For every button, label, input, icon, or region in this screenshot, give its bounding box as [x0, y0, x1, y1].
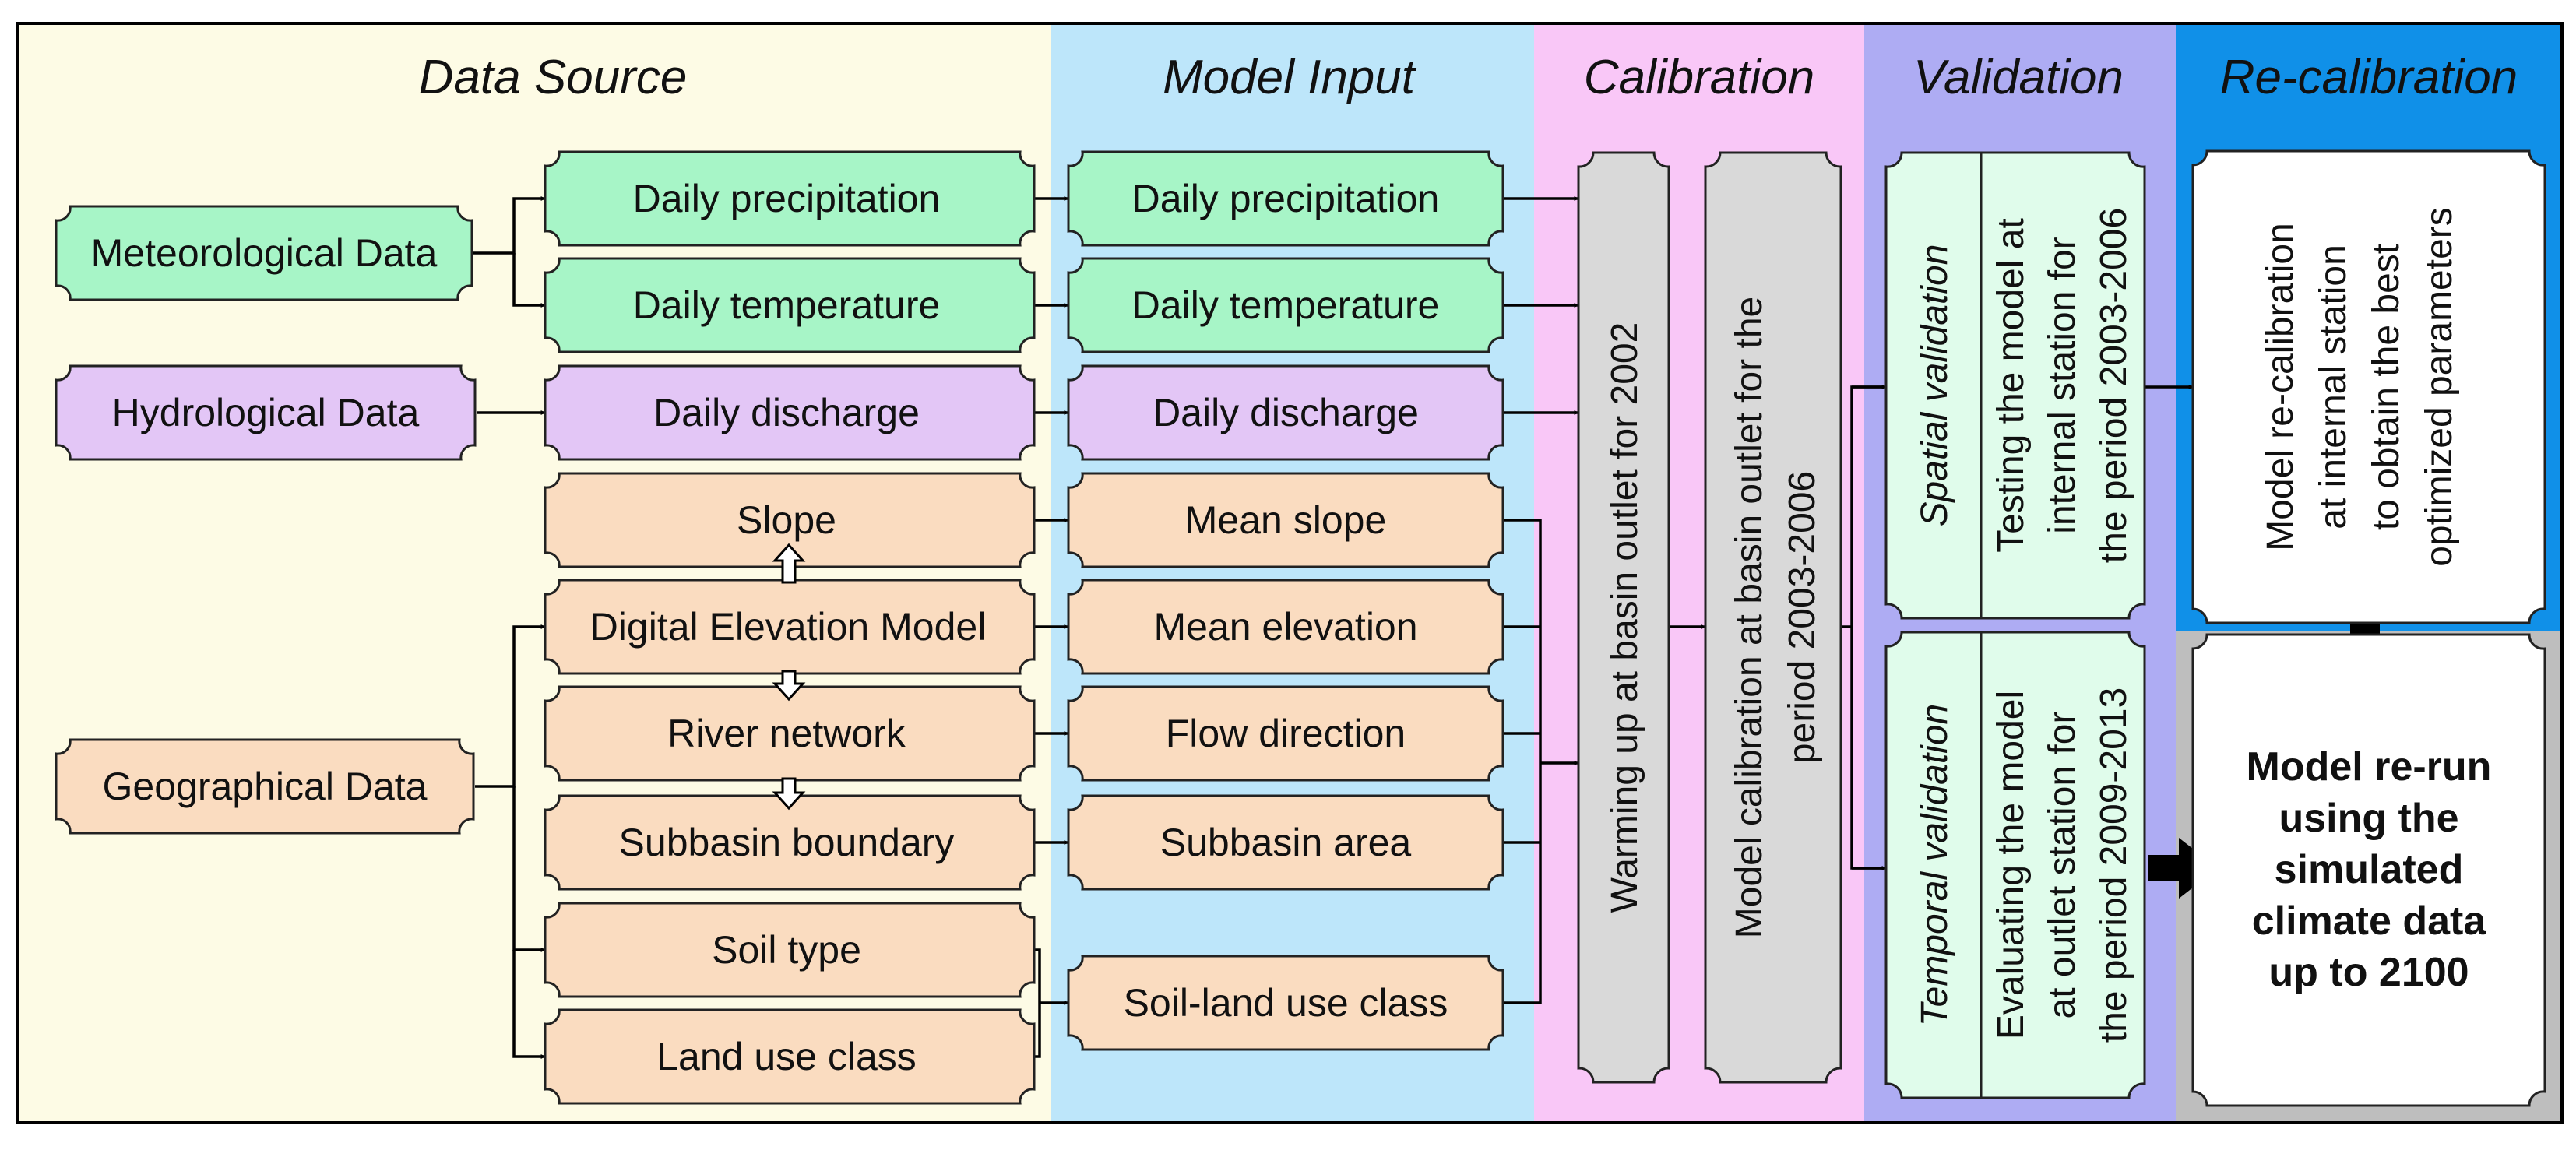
- subbasin-boundary-label: Subbasin boundary: [619, 821, 955, 864]
- input-soil-land-use-box: [1067, 955, 1504, 1051]
- temporal-validation-line1: Evaluating the model: [1990, 691, 2032, 1039]
- input-mean-elevation-box: [1067, 579, 1504, 675]
- river-network-box: [544, 685, 1036, 782]
- input-daily-discharge-box: [1067, 364, 1504, 461]
- spatial-validation-line2: internal station for: [2042, 237, 2083, 534]
- daily-temperature-box: [544, 257, 1036, 353]
- recalibration-line2: at internal station: [2313, 244, 2354, 529]
- recalibration-line4: optimized parameters: [2419, 207, 2460, 567]
- soil-type-box: [544, 902, 1036, 998]
- temporal-validation-title: Temporal validation: [1914, 704, 1955, 1026]
- rerun-line1: Model re-run: [2247, 744, 2492, 790]
- derive-arrow-dem-to-slope: [772, 543, 806, 584]
- input-daily-temperature-box: [1067, 257, 1504, 353]
- rerun-line4: climate data: [2252, 899, 2487, 944]
- spatial-validation-box: [1884, 151, 2146, 620]
- hydrological-data-label: Hydrological Data: [112, 391, 420, 434]
- calibration-label-line1: Model calibration at basin outlet for th…: [1729, 297, 1770, 938]
- arrow-temporal-to-rerun: [2148, 838, 2218, 899]
- header-calibration: Calibration: [1584, 51, 1814, 104]
- spatial-validation-line1: Testing the model at: [1990, 218, 2032, 553]
- connector-geo-to-landuse: [512, 950, 546, 1059]
- input-subbasin-area-label: Subbasin area: [1160, 821, 1412, 864]
- meteorological-data-box: [55, 205, 473, 301]
- connector-geo-trunk: [475, 624, 546, 788]
- geographical-data-label: Geographical Data: [103, 765, 428, 808]
- temporal-validation-line3: the period 2009-2013: [2093, 688, 2134, 1043]
- spatial-validation-line3: the period 2003-2006: [2093, 208, 2134, 563]
- hydrological-data-box: [55, 364, 477, 461]
- soil-type-label: Soil type: [712, 928, 861, 972]
- warmup-label: Warming up at basin outlet for 2002: [1604, 322, 1645, 913]
- diagram-frame: [16, 22, 2564, 1124]
- header-model-input: Model Input: [1163, 51, 1417, 104]
- slope-label: Slope: [737, 498, 836, 542]
- temporal-validation-box: [1884, 631, 2146, 1099]
- input-subbasin-area-box: [1067, 794, 1504, 891]
- rerun-line2: using the: [2279, 796, 2458, 841]
- header-data-source: Data Source: [419, 51, 688, 104]
- spatial-validation-title: Spatial validation: [1914, 244, 1955, 527]
- recalibration-line1: Model re-calibration: [2260, 223, 2301, 551]
- slope-box: [544, 472, 1036, 568]
- land-use-class-label: Land use class: [656, 1035, 917, 1078]
- daily-precipitation-label: Daily precipitation: [633, 177, 941, 220]
- warmup-box: [1577, 151, 1670, 1084]
- input-mean-slope-label: Mean slope: [1185, 498, 1387, 542]
- daily-precipitation-box: [544, 150, 1036, 247]
- river-network-label: River network: [667, 712, 906, 755]
- derive-arrow-river-to-subbasin: [772, 777, 806, 811]
- rerun-line3: simulated: [2275, 847, 2464, 892]
- recalibration-line3: to obtain the best: [2366, 244, 2407, 530]
- derive-arrow-dem-to-river: [772, 670, 806, 702]
- input-daily-discharge-label: Daily discharge: [1153, 391, 1419, 434]
- header-recalibration: Re-calibration: [2220, 51, 2518, 104]
- connector-meteo-to-precip: [473, 196, 546, 255]
- recalibration-box: [2191, 149, 2546, 624]
- land-use-class-box: [544, 1008, 1036, 1105]
- input-flow-direction-box: [1067, 685, 1504, 782]
- input-daily-temperature-label: Daily temperature: [1132, 283, 1440, 327]
- input-soil-land-use-label: Soil-land use class: [1124, 981, 1448, 1025]
- header-validation: Validation: [1913, 51, 2124, 104]
- dem-box: [544, 579, 1036, 675]
- meteorological-data-label: Meteorological Data: [91, 231, 438, 275]
- calibration-label-line2: period 2003-2006: [1782, 471, 1823, 764]
- daily-discharge-label: Daily discharge: [653, 391, 920, 434]
- rerun-line5: up to 2100: [2268, 950, 2469, 995]
- daily-discharge-box: [544, 364, 1036, 461]
- calibration-box: [1704, 151, 1842, 1084]
- connector-geo-inputs-bracket: [1503, 519, 1542, 1004]
- daily-temperature-label: Daily temperature: [633, 283, 941, 327]
- input-daily-precipitation-box: [1067, 150, 1504, 247]
- temporal-validation-line2: at outlet station for: [2042, 712, 2083, 1019]
- input-flow-direction-label: Flow direction: [1166, 712, 1406, 755]
- geographical-data-box: [55, 738, 475, 835]
- connector-meteo-to-temp: [512, 253, 546, 308]
- dem-label: Digital Elevation Model: [590, 605, 987, 649]
- input-mean-elevation-label: Mean elevation: [1153, 605, 1417, 649]
- input-mean-slope-box: [1067, 472, 1504, 568]
- input-daily-precipitation-label: Daily precipitation: [1132, 177, 1440, 220]
- rerun-box: [2191, 633, 2546, 1107]
- subbasin-boundary-box: [544, 794, 1036, 891]
